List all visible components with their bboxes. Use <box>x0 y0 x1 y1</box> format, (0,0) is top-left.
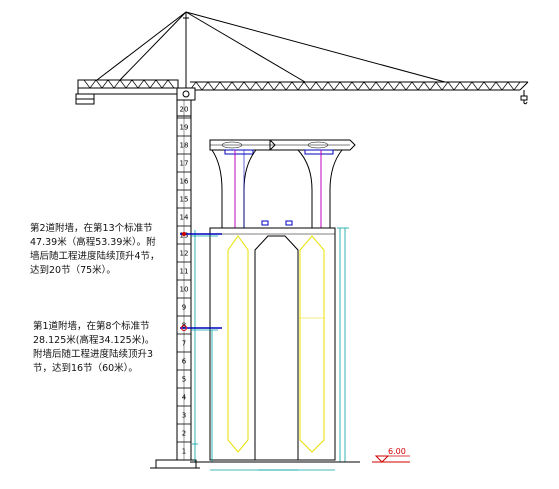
pier-hollow-core <box>254 235 299 460</box>
note-line: 第1道附墙，在第8个标准节 <box>33 321 150 332</box>
mast-section-label: 7 <box>182 340 186 348</box>
mast-section-label: 4 <box>182 394 187 402</box>
pier-inner-right <box>299 235 325 453</box>
mast-section-label: 2 <box>182 430 186 438</box>
wall-tie-1 <box>180 325 222 331</box>
note-line: 第2道附墙，在第13个标准节 <box>30 223 153 234</box>
note-line: 28.125米(高程34.125米)。 <box>33 335 155 346</box>
mast-section-label: 3 <box>182 412 186 420</box>
mast-section-label: 1 <box>182 448 186 456</box>
mast-section-label: 20 <box>180 106 189 114</box>
mast-section-label: 18 <box>180 142 189 150</box>
tower-crane <box>75 11 529 469</box>
mast-section-label: 16 <box>180 178 189 186</box>
note-line: 47.39米（高程53.39米）。附 <box>30 237 156 248</box>
slewing-unit <box>176 87 196 101</box>
pier-column-left <box>211 149 257 228</box>
mast-section-label: 15 <box>180 196 189 204</box>
mast-section-label: 12 <box>180 250 189 258</box>
pier-body <box>209 227 336 461</box>
pier-column-right <box>297 149 343 228</box>
dimension-lines <box>192 227 349 471</box>
note-line: 达到20节（75米）。 <box>30 265 116 276</box>
pier-inner-left <box>227 235 249 453</box>
note-line: 墙后随工程进度陆续顶升4节， <box>30 251 160 262</box>
mast-section-label: 5 <box>182 376 186 384</box>
wall-tie-2-note: 第2道附墙，在第13个标准节 47.39米（高程53.39米）。附 墙后随工程进… <box>30 222 160 278</box>
pier-cap-left <box>209 139 276 151</box>
main-jib <box>189 81 529 105</box>
mast-section-label: 19 <box>180 124 189 132</box>
pier-cap-right <box>269 139 356 151</box>
elevation-mark: 6.00 <box>372 447 410 463</box>
mast-section-label: 10 <box>180 286 189 294</box>
bridge-pier <box>190 139 360 471</box>
elevation-label: 6.00 <box>388 447 406 456</box>
mast-section-label: 6 <box>182 358 187 366</box>
counter-jib <box>75 79 179 105</box>
mast-section-label: 9 <box>182 304 186 312</box>
counter-jib-tie-rope <box>96 11 187 81</box>
jib-tie-rope <box>185 11 306 83</box>
note-line: 节，达到16节（60米）。 <box>33 363 138 374</box>
crane-base <box>155 459 197 469</box>
wall-tie-1-note: 第1道附墙，在第8个标准节 28.125米(高程34.125米)。 附墙后随工程… <box>33 320 154 376</box>
mast-section-label: 11 <box>180 268 189 276</box>
wall-tie-2 <box>180 232 222 237</box>
mast-section-label: 17 <box>180 160 189 168</box>
note-line: 附墙后随工程进度陆续顶升3 <box>33 349 154 360</box>
mast-section-label: 14 <box>180 214 189 222</box>
